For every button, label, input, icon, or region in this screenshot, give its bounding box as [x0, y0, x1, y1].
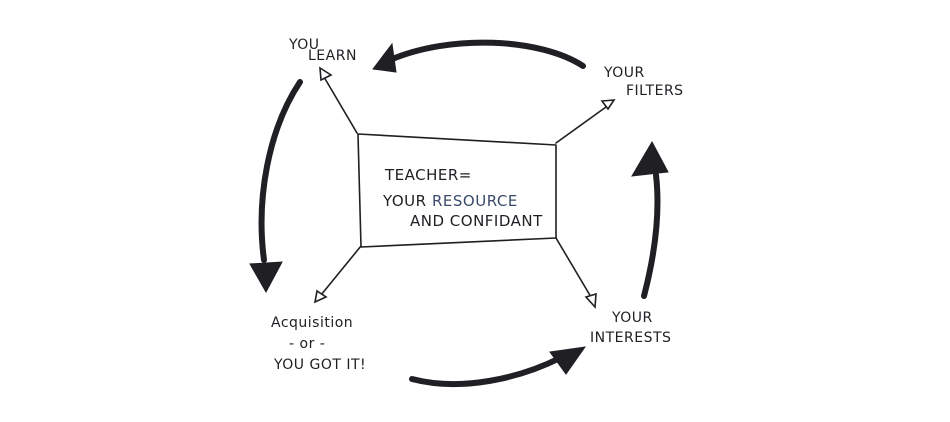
your-filters-line2: FILTERS — [626, 83, 684, 99]
label-your-interests: YOUR INTERESTS — [590, 310, 671, 346]
connector-your-interests — [555, 237, 597, 309]
your-filters-line1: YOUR — [603, 65, 645, 81]
your-interests-line1: YOUR — [611, 310, 653, 326]
cycle-arrow-left — [249, 79, 303, 294]
label-acquisition: Acquisition - or - YOU GOT IT! — [271, 315, 366, 373]
teacher-line2-resource: RESOURCE — [432, 192, 518, 210]
your-interests-line2: INTERESTS — [590, 330, 671, 346]
teacher-line3: AND CONFIDANT — [410, 212, 543, 230]
cycle-arrow-bottom — [409, 346, 587, 387]
you-learn-line2: LEARN — [308, 48, 357, 64]
connector-you-learn — [319, 66, 358, 134]
teacher-text: TEACHER= YOUR RESOURCE AND CONFIDANT — [382, 166, 543, 230]
teacher-box — [357, 133, 557, 248]
connector-your-filters — [555, 99, 616, 144]
teacher-line2-your: YOUR — [382, 192, 427, 210]
cycle-arrow-right — [631, 140, 669, 299]
acquisition-line3: YOU GOT IT! — [273, 357, 366, 373]
label-you-learn: YOU LEARN — [288, 37, 357, 64]
connector-acquisition — [313, 245, 362, 304]
acquisition-line2: - or - — [289, 336, 325, 352]
teacher-line1: TEACHER= — [384, 166, 472, 184]
you-learn-line1: YOU — [288, 37, 320, 53]
label-your-filters: YOUR FILTERS — [603, 65, 684, 99]
acquisition-line1: Acquisition — [271, 315, 353, 331]
cycle-arrow-top — [372, 39, 586, 73]
